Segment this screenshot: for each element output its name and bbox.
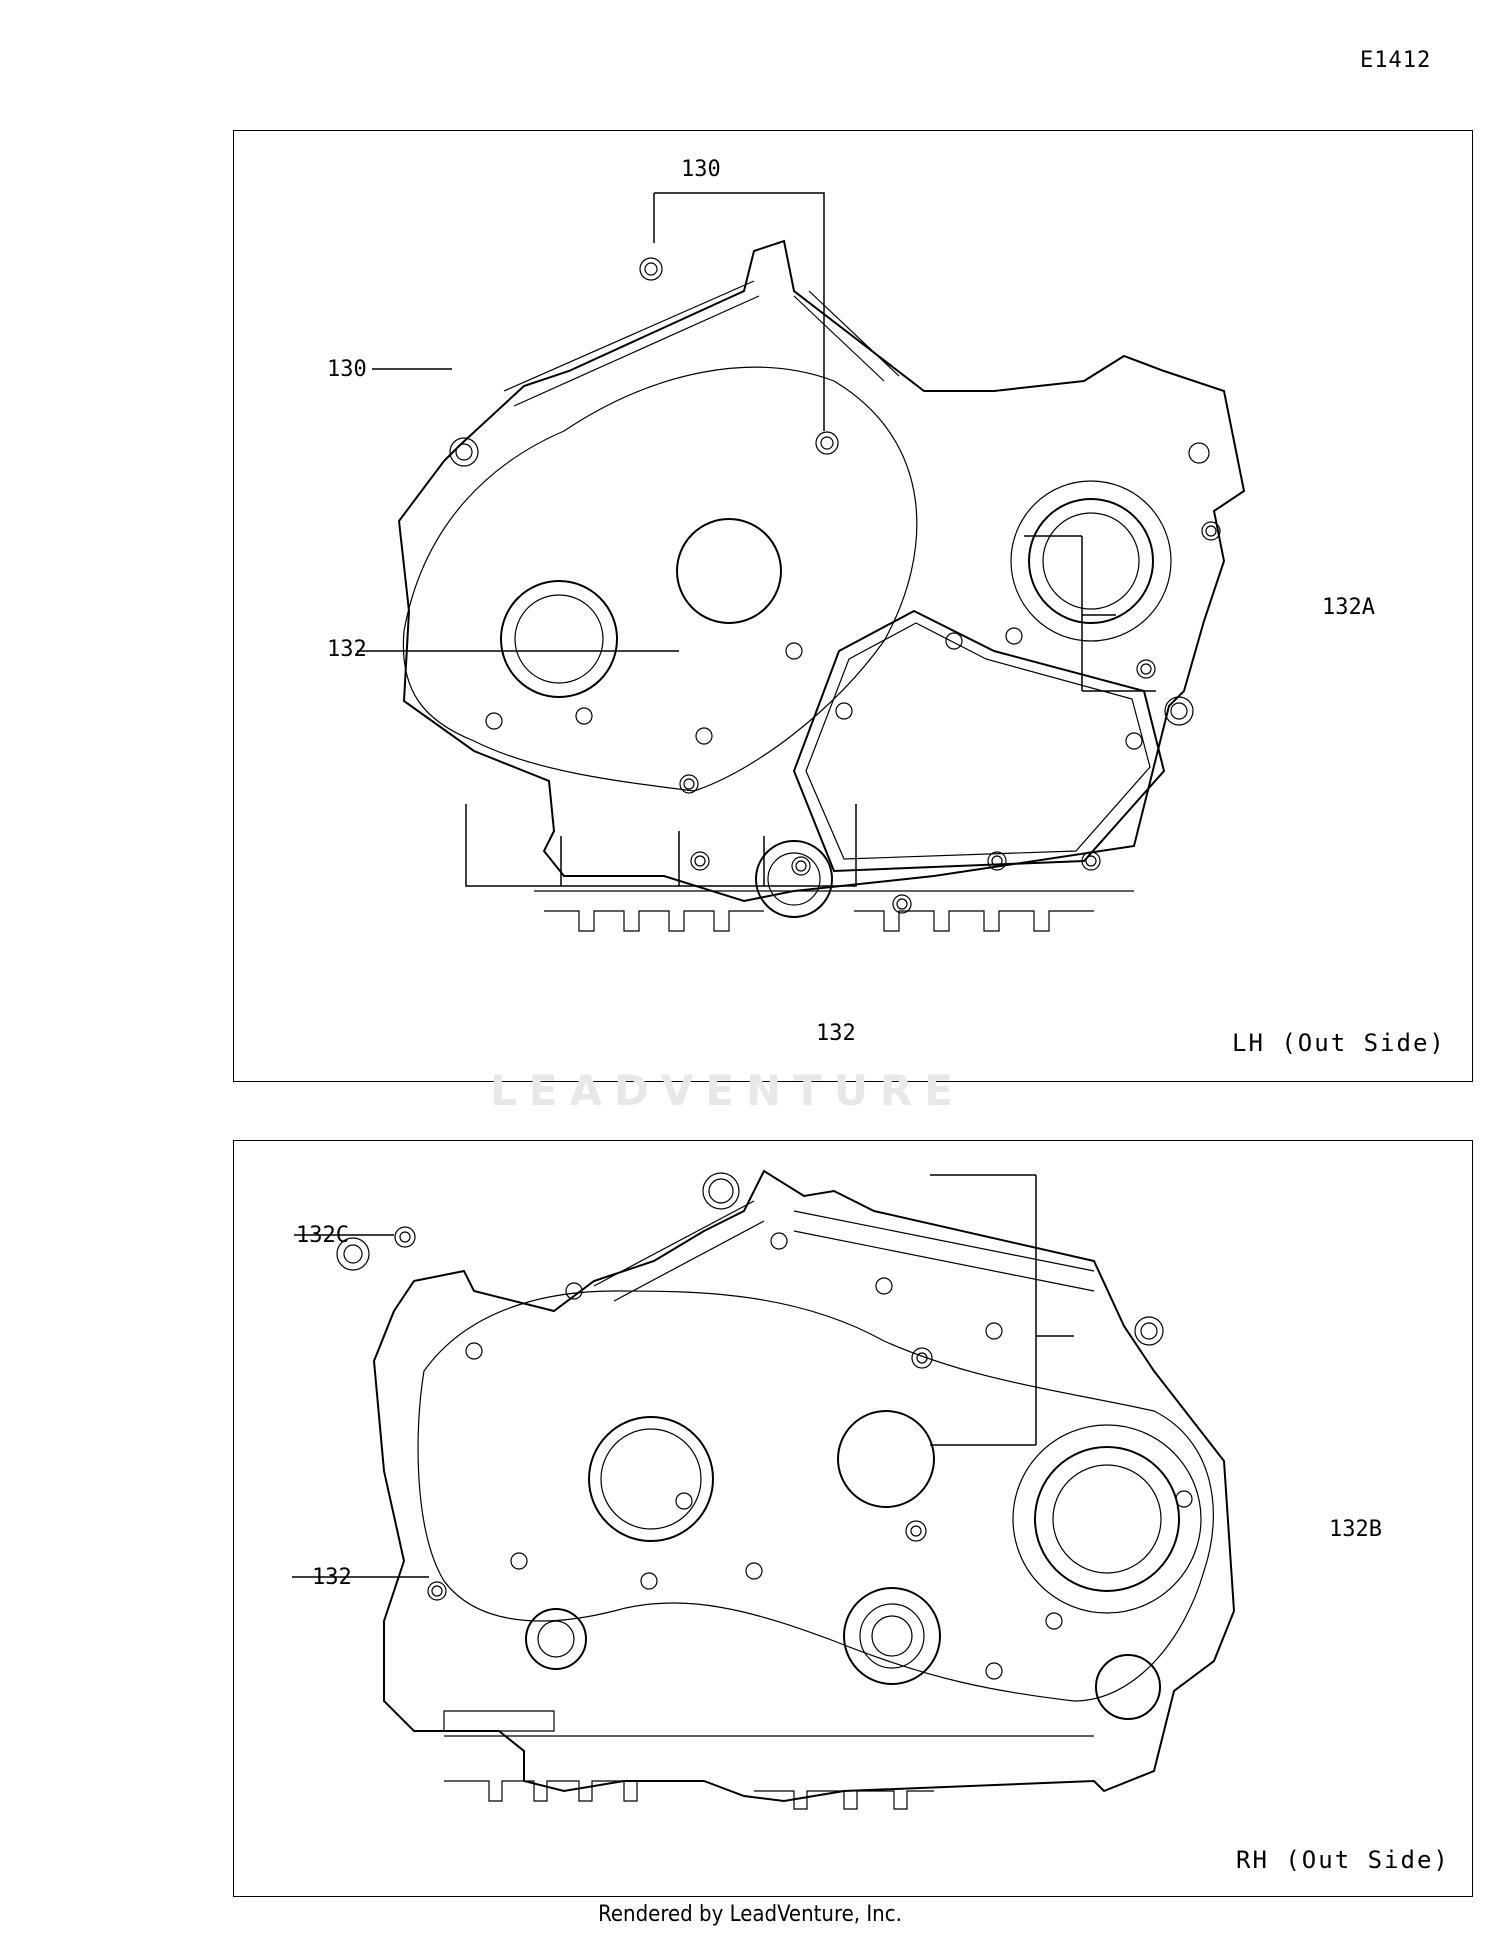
- figure-id: E1412: [1360, 48, 1432, 73]
- callout-130-top: 130: [681, 157, 721, 182]
- rh-outside-panel: 132C 132B 132 RH (Out Side): [233, 1140, 1473, 1897]
- callout-132-left: 132: [327, 637, 367, 662]
- callout-132-bottom: 132: [816, 1021, 856, 1046]
- lh-outside-panel: 130 130 132A 132 132 LH (Out Side): [233, 130, 1473, 1082]
- callout-132b: 132B: [1329, 1517, 1382, 1542]
- watermark: LEADVENTURE: [490, 1066, 965, 1115]
- view-label-rh: RH (Out Side): [1236, 1846, 1450, 1874]
- lh-crankcase-drawing: [357, 192, 1246, 932]
- footer-credit: Rendered by LeadVenture, Inc.: [598, 1902, 902, 1927]
- callout-130-left: 130: [327, 357, 367, 382]
- callout-132c: 132C: [296, 1223, 349, 1248]
- callout-132a: 132A: [1322, 595, 1375, 620]
- rh-crankcase-drawing: [292, 1169, 1236, 1810]
- view-label-lh: LH (Out Side): [1232, 1029, 1446, 1057]
- callout-132-left: 132: [312, 1565, 352, 1590]
